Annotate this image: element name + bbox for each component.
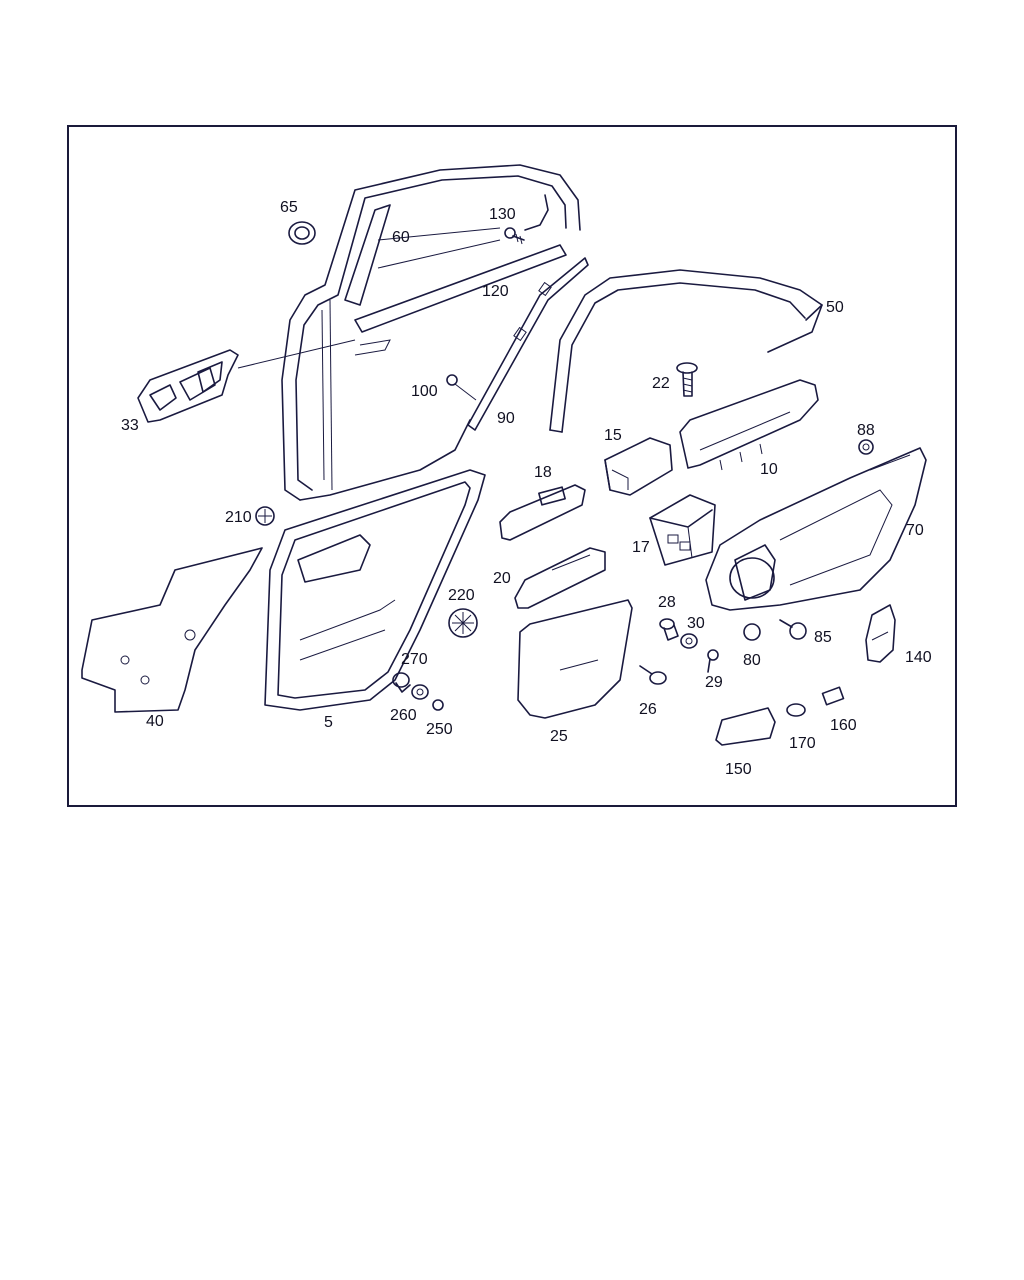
label-17: 17 (632, 539, 650, 556)
part-170-bulb (786, 703, 806, 717)
label-140: 140 (905, 649, 932, 666)
door-window-frame (281, 164, 581, 501)
part-250-screw (432, 699, 444, 711)
part-5-door-panel (264, 469, 486, 711)
part-100-clip (446, 374, 477, 401)
part-120-belt-strip (354, 244, 567, 333)
part-260-washer (411, 684, 429, 700)
label-160: 160 (830, 717, 857, 734)
part-17-switch (649, 494, 716, 566)
part-29-screw (707, 649, 719, 673)
part-210-clip (255, 506, 275, 526)
part-28-clip (659, 618, 679, 641)
label-50: 50 (826, 299, 844, 316)
label-130: 130 (489, 206, 516, 223)
part-80-nut (743, 623, 761, 641)
label-80: 80 (743, 652, 761, 669)
label-28: 28 (658, 594, 676, 611)
part-15-handle (604, 437, 673, 496)
part-10-armrest (679, 379, 819, 471)
label-120: 120 (482, 283, 509, 300)
part-22-bolt (676, 362, 698, 397)
label-260: 260 (390, 707, 417, 724)
part-220-clip (448, 608, 478, 638)
label-25: 25 (550, 728, 568, 745)
label-85: 85 (814, 629, 832, 646)
callout-labels: 65 60 130 120 50 22 100 90 33 15 10 88 1… (121, 199, 932, 778)
label-5: 5 (324, 714, 333, 731)
part-20-handle-trim (514, 547, 606, 609)
part-18-switch-panel (499, 484, 586, 541)
part-140-bracket (865, 604, 896, 663)
label-150: 150 (725, 761, 752, 778)
diagram-frame (67, 125, 957, 807)
part-150-lamp (715, 707, 776, 746)
part-26-screw (639, 665, 667, 685)
label-65: 65 (280, 199, 298, 216)
part-60-window-strip (344, 204, 501, 306)
part-85-screw (779, 619, 807, 640)
label-33: 33 (121, 417, 139, 434)
label-40: 40 (146, 713, 164, 730)
part-70-inner-panel (705, 447, 927, 611)
label-22: 22 (652, 375, 670, 392)
part-90-rail (467, 257, 589, 431)
part-50-weatherstrip (549, 269, 823, 433)
label-70: 70 (906, 522, 924, 539)
label-18: 18 (534, 464, 552, 481)
label-30: 30 (687, 615, 705, 632)
part-33-grille (137, 339, 356, 423)
label-210: 210 (225, 509, 252, 526)
label-220: 220 (448, 587, 475, 604)
label-250: 250 (426, 721, 453, 738)
part-130-screw (504, 227, 525, 245)
part-40-vapor-barrier (81, 547, 263, 713)
label-10: 10 (760, 461, 778, 478)
label-29: 29 (705, 674, 723, 691)
label-170: 170 (789, 735, 816, 752)
part-30-washer (680, 633, 698, 649)
part-160-socket (821, 686, 845, 706)
label-88: 88 (857, 422, 875, 439)
label-20: 20 (493, 570, 511, 587)
label-270: 270 (401, 651, 428, 668)
part-270-grommet (392, 672, 411, 693)
label-60: 60 (392, 229, 410, 246)
part-88-nut (858, 439, 874, 455)
label-100: 100 (411, 383, 438, 400)
part-25-lower-trim (517, 599, 633, 719)
label-90: 90 (497, 410, 515, 427)
part-65-grommet (288, 221, 316, 245)
label-15: 15 (604, 427, 622, 444)
label-26: 26 (639, 701, 657, 718)
